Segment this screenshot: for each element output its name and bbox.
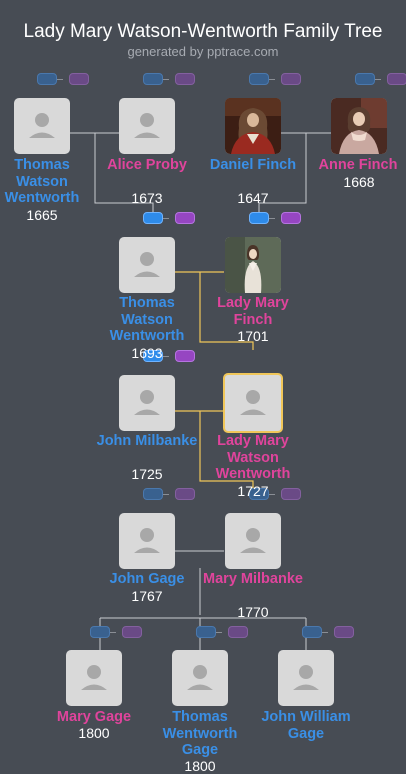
person-silhouette-icon	[240, 528, 266, 553]
expand-parents-icon[interactable]	[143, 212, 163, 224]
page-title: Lady Mary Watson-Wentworth Family Tree	[23, 21, 383, 42]
person-name[interactable]: John Milbanke	[96, 433, 198, 449]
person-name[interactable]: Thomas Wentworth Gage	[162, 709, 238, 758]
pill-connector	[110, 632, 116, 633]
pill-connector	[163, 356, 169, 357]
pill-connector	[163, 218, 169, 219]
expand-parents-icon[interactable]	[196, 626, 216, 638]
person-name[interactable]: Alice Proby	[107, 157, 187, 173]
expand-parents-icon[interactable]	[302, 626, 322, 638]
person-silhouette-icon	[134, 528, 160, 553]
person-year: 1800	[78, 725, 110, 741]
person-card-mary-milbanke[interactable]	[225, 513, 281, 569]
person-year: 1800	[184, 758, 216, 774]
person-name[interactable]: Thomas Watson Wentworth	[109, 295, 185, 344]
person-year: 1693	[131, 345, 163, 361]
person-card-daniel-finch[interactable]	[225, 98, 281, 154]
person-silhouette-icon	[29, 113, 55, 138]
person-year: 1665	[26, 207, 58, 223]
person-silhouette-icon	[240, 390, 266, 415]
expand-parents-icon[interactable]	[249, 73, 269, 85]
expand-parents-icon[interactable]	[175, 73, 195, 85]
person-year: 1647	[237, 190, 269, 206]
person-silhouette-icon	[187, 665, 213, 690]
person-card-thomas-wentworth-gage[interactable]	[172, 650, 228, 706]
pill-connector	[163, 494, 169, 495]
expand-parents-icon[interactable]	[355, 73, 375, 85]
person-year: 1767	[131, 588, 163, 604]
person-card-mary-gage[interactable]	[66, 650, 122, 706]
person-card-john-milbanke[interactable]	[119, 375, 175, 431]
expand-parents-icon[interactable]	[122, 626, 142, 638]
expand-parents-icon[interactable]	[175, 350, 195, 362]
person-card-alice-proby[interactable]	[119, 98, 175, 154]
person-card-john-gage[interactable]	[119, 513, 175, 569]
expand-parents-icon[interactable]	[249, 212, 269, 224]
person-silhouette-icon	[81, 665, 107, 690]
expand-parents-icon[interactable]	[175, 488, 195, 500]
person-name[interactable]: John Gage	[109, 571, 185, 587]
person-card-lady-mary-ww-root[interactable]	[223, 373, 283, 433]
pill-connector	[163, 79, 169, 80]
person-year: 1727	[237, 483, 269, 499]
pill-connector	[269, 79, 275, 80]
person-silhouette-icon	[134, 113, 160, 138]
person-card-thomas-ww-1693[interactable]	[119, 237, 175, 293]
person-silhouette-icon	[134, 252, 160, 277]
person-silhouette-icon	[134, 390, 160, 415]
expand-parents-icon[interactable]	[69, 73, 89, 85]
person-name[interactable]: Mary Milbanke	[203, 571, 303, 587]
pill-connector	[269, 218, 275, 219]
expand-parents-icon[interactable]	[143, 488, 163, 500]
portrait-image	[225, 237, 281, 293]
person-year: 1725	[131, 466, 163, 482]
person-year: 1673	[131, 190, 163, 206]
person-year: 1770	[237, 604, 269, 620]
pill-connector	[322, 632, 328, 633]
person-name[interactable]: John William Gage	[261, 709, 351, 742]
portrait-image	[225, 98, 281, 154]
page-subtitle: generated by pptrace.com	[127, 44, 279, 59]
person-name[interactable]: Daniel Finch	[209, 157, 297, 173]
person-year: 1701	[237, 328, 269, 344]
person-card-lady-mary-finch[interactable]	[225, 237, 281, 293]
person-name[interactable]: Lady Mary Finch	[217, 295, 289, 328]
expand-parents-icon[interactable]	[387, 73, 406, 85]
expand-parents-icon[interactable]	[281, 488, 301, 500]
person-name[interactable]: Anne Finch	[318, 157, 398, 173]
expand-parents-icon[interactable]	[228, 626, 248, 638]
pill-connector	[375, 79, 381, 80]
expand-parents-icon[interactable]	[175, 212, 195, 224]
person-year: 1668	[343, 174, 375, 190]
expand-parents-icon[interactable]	[90, 626, 110, 638]
expand-parents-icon[interactable]	[281, 73, 301, 85]
expand-parents-icon[interactable]	[143, 73, 163, 85]
person-card-anne-finch[interactable]	[331, 98, 387, 154]
person-name[interactable]: Mary Gage	[56, 709, 132, 725]
expand-parents-icon[interactable]	[281, 212, 301, 224]
expand-parents-icon[interactable]	[37, 73, 57, 85]
person-name[interactable]: Lady Mary Watson Wentworth	[215, 433, 291, 482]
expand-parents-icon[interactable]	[143, 350, 163, 362]
person-name[interactable]: Thomas Watson Wentworth	[4, 157, 80, 206]
pill-connector	[57, 79, 63, 80]
expand-parents-icon[interactable]	[249, 488, 269, 500]
portrait-image	[331, 98, 387, 154]
person-silhouette-icon	[293, 665, 319, 690]
person-card-john-william-gage[interactable]	[278, 650, 334, 706]
pill-connector	[269, 494, 275, 495]
person-card-thomas-ww-1665[interactable]	[14, 98, 70, 154]
pill-connector	[216, 632, 222, 633]
expand-parents-icon[interactable]	[334, 626, 354, 638]
